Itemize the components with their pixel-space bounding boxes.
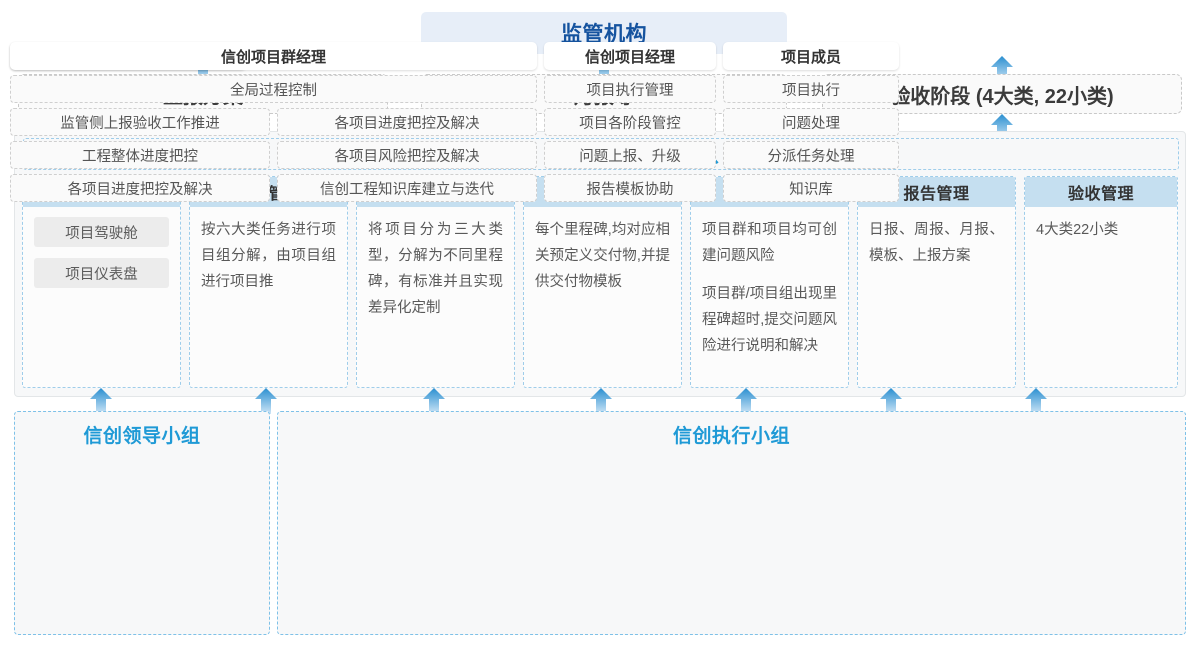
- capability-column-project-management[interactable]: 项目管理 按六大类任务进行项目组分解，由项目组进行项目推: [189, 176, 348, 388]
- arrow-up-icon: [589, 388, 613, 414]
- program-manager-right-tasks: 各项目进度把控及解决 各项目风险把控及解决 信创工程知识库建立与迭代: [277, 108, 537, 207]
- capability-column-deliverable-management[interactable]: 交付物管理 每个里程碑,均对应相关预定义交付物,并提供交付物模板: [523, 176, 682, 388]
- arrow-up-icon: [879, 388, 903, 414]
- role-header-project-member[interactable]: 项目成员: [723, 42, 899, 70]
- capability-column-report-management[interactable]: 报告管理 日报、周报、月报、模板、上报方案: [857, 176, 1016, 388]
- column-title: 验收管理: [1025, 177, 1177, 207]
- arrow-up-icon: [422, 388, 446, 414]
- capability-column-global-management[interactable]: 全局管理 项目驾驶舱 项目仪表盘: [22, 176, 181, 388]
- block-project-member: 项目成员 项目执行 问题处理 分派任务处理 知识库: [723, 42, 899, 207]
- capability-columns: 全局管理 项目驾驶舱 项目仪表盘 项目管理 按六大类任务进行项目组分解，由项目组…: [22, 176, 1178, 388]
- arrow-up-icon: [254, 388, 278, 414]
- group-title-execution: 信创执行小组: [672, 426, 790, 447]
- task-item[interactable]: 工程整体进度把控: [10, 141, 270, 169]
- block-project-manager: 信创项目经理 项目执行管理 项目各阶段管控 问题上报、升级 报告模板协助: [544, 42, 716, 207]
- column-paragraph: 项目群和项目均可创建问题风险: [702, 222, 837, 264]
- column-paragraph: 按六大类任务进行项目组分解，由项目组进行项目推: [201, 222, 336, 290]
- task-item[interactable]: 报告模板协助: [544, 174, 716, 202]
- column-paragraph: 4大类22小类: [1036, 222, 1119, 238]
- capability-column-acceptance-management[interactable]: 验收管理 4大类22小类: [1024, 176, 1178, 388]
- arrow-up-icon: [990, 114, 1014, 140]
- task-item[interactable]: 各项目风险把控及解决: [277, 141, 537, 169]
- task-item-global-process-control[interactable]: 全局过程控制: [10, 75, 537, 103]
- task-item[interactable]: 问题处理: [723, 108, 899, 136]
- task-item[interactable]: 监管侧上报验收工作推进: [10, 108, 270, 136]
- arrow-up-icon: [734, 388, 758, 414]
- arrow-up-icon: [89, 388, 113, 414]
- group-title-leading: 信创领导小组: [83, 426, 201, 447]
- task-item[interactable]: 项目执行管理: [544, 75, 716, 103]
- task-item[interactable]: 项目各阶段管控: [544, 108, 716, 136]
- column-paragraph: 项目群/项目组出现里程碑超时,提交问题风险进行说明和解决: [702, 286, 837, 354]
- column-paragraph: 日报、周报、月报、模板、上报方案: [869, 222, 1004, 264]
- task-item[interactable]: 分派任务处理: [723, 141, 899, 169]
- task-item[interactable]: 各项目进度把控及解决: [277, 108, 537, 136]
- program-manager-left-tasks: 监管侧上报验收工作推进 工程整体进度把控 各项目进度把控及解决: [10, 108, 270, 207]
- block-program-manager: 信创项目群经理 全局过程控制 监管侧上报验收工作推进 工程整体进度把控 各项目进…: [10, 42, 537, 212]
- role-header-project-manager[interactable]: 信创项目经理: [544, 42, 716, 70]
- arrow-up-icon: [990, 56, 1014, 82]
- task-item[interactable]: 各项目进度把控及解决: [10, 174, 270, 202]
- task-item[interactable]: 信创工程知识库建立与迭代: [277, 174, 537, 202]
- column-paragraph: 每个里程碑,均对应相关预定义交付物,并提供交付物模板: [535, 222, 670, 290]
- task-item[interactable]: 知识库: [723, 174, 899, 202]
- capability-chip[interactable]: 项目仪表盘: [34, 258, 169, 288]
- arrow-up-icon: [1024, 388, 1048, 414]
- group-execution: 信创执行小组: [277, 411, 1186, 635]
- role-header-program-manager[interactable]: 信创项目群经理: [10, 42, 537, 70]
- capability-chip[interactable]: 项目驾驶舱: [34, 217, 169, 247]
- task-item[interactable]: 项目执行: [723, 75, 899, 103]
- column-paragraph: 将项目分为三大类型，分解为不同里程碑，有标准并且实现差异化定制: [368, 222, 503, 316]
- group-leading: 信创领导小组: [14, 411, 270, 635]
- capability-column-issue-management[interactable]: 问题管理 项目群和项目均可创建问题风险 项目群/项目组出现里程碑超时,提交问题风…: [690, 176, 849, 388]
- execution-group-body: 信创项目群经理 全局过程控制 监管侧上报验收工作推进 工程整体进度把控 各项目进…: [10, 42, 899, 212]
- task-item[interactable]: 问题上报、升级: [544, 141, 716, 169]
